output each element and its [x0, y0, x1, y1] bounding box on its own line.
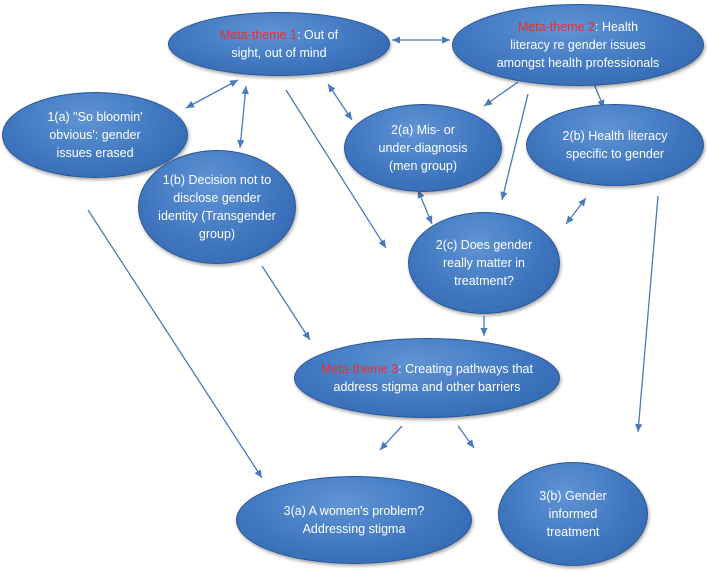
- arrowhead-mt1: [229, 80, 238, 87]
- arrowhead-mt2: [442, 36, 450, 44]
- node-3a: 3(a) A women's problem? Addressing stigm…: [236, 476, 472, 564]
- node-3b: 3(b) Gender informed treatment: [498, 462, 648, 566]
- arrowhead-n1a: [186, 101, 195, 108]
- arrowhead-n3a: [254, 469, 262, 478]
- connector-n1a-n3a: [87, 209, 263, 479]
- node-text: 3(a) A women's problem? Addressing stigm…: [283, 504, 425, 536]
- arrowhead-n2b: [578, 198, 586, 207]
- highlight-label: Meta-theme 2: [517, 20, 595, 34]
- node-label: Meta-theme 2: Health literacy re gender …: [497, 18, 660, 72]
- node-text: : Creating pathways that address stigma …: [333, 362, 533, 394]
- arrowhead-n2c: [425, 215, 433, 224]
- connector-mt1-n1b: [239, 85, 247, 149]
- node-text: 2(a) Mis- or under-diagnosis (men group): [378, 123, 468, 173]
- connector-n1b-mt3: [261, 265, 311, 341]
- arrowhead-mt3: [635, 423, 643, 432]
- arrowhead-n2a: [344, 111, 352, 120]
- arrowhead-n2a: [417, 190, 425, 199]
- node-label: Meta-theme 3: Creating pathways that add…: [321, 360, 533, 396]
- arrowhead-n3b: [466, 439, 474, 448]
- connector-mt1-n2c: [285, 89, 387, 249]
- arrowhead-n1b: [237, 139, 245, 148]
- node-text: 2(b) Health literacy specific to gender: [562, 129, 668, 161]
- highlight-label: Meta-theme 3: [321, 362, 399, 376]
- node-1a: 1(a) "So bloomin' obvious': gender issue…: [2, 92, 188, 178]
- node-meta-theme-1: Meta-theme 1: Out of sight, out of mind: [168, 12, 390, 76]
- arrowhead-n2a: [484, 98, 493, 106]
- node-1b: 1(b) Decision not to disclose gender ide…: [138, 150, 296, 264]
- node-2a: 2(a) Mis- or under-diagnosis (men group): [344, 104, 502, 192]
- arrowhead-n2c: [566, 215, 574, 224]
- node-meta-theme-3: Meta-theme 3: Creating pathways that add…: [294, 338, 560, 418]
- arrowhead-mt1: [392, 36, 400, 44]
- arrowhead-n2c: [378, 239, 386, 248]
- node-text: 1(a) "So bloomin' obvious': gender issue…: [47, 110, 143, 160]
- arrowhead-mt1: [241, 86, 249, 95]
- node-2b: 2(b) Health literacy specific to gender: [526, 104, 704, 186]
- node-meta-theme-2: Meta-theme 2: Health literacy re gender …: [452, 4, 704, 86]
- arrowhead-mt3: [302, 331, 310, 340]
- node-label: Meta-theme 1: Out of sight, out of mind: [220, 26, 338, 62]
- highlight-label: Meta-theme 1: [219, 28, 298, 42]
- node-text: 1(b) Decision not to disclose gender ide…: [158, 173, 276, 241]
- arrowhead-mt3: [480, 328, 488, 336]
- node-text: : Out of sight, out of mind: [231, 28, 339, 60]
- node-text: : Health literacy re gender issues among…: [496, 20, 660, 70]
- arrowhead-mt1: [328, 84, 336, 93]
- node-text: 2(c) Does gender really matter in treatm…: [435, 238, 533, 288]
- connector-mt1-n1a: [185, 79, 239, 109]
- connector-mt2-n2c: [501, 93, 529, 201]
- node-2c: 2(c) Does gender really matter in treatm…: [408, 212, 560, 314]
- arrowhead-n2c: [500, 191, 508, 200]
- connector-n2b-mt3: [637, 195, 659, 433]
- arrowhead-n3a: [380, 441, 389, 450]
- node-text: 3(b) Gender informed treatment: [539, 489, 607, 539]
